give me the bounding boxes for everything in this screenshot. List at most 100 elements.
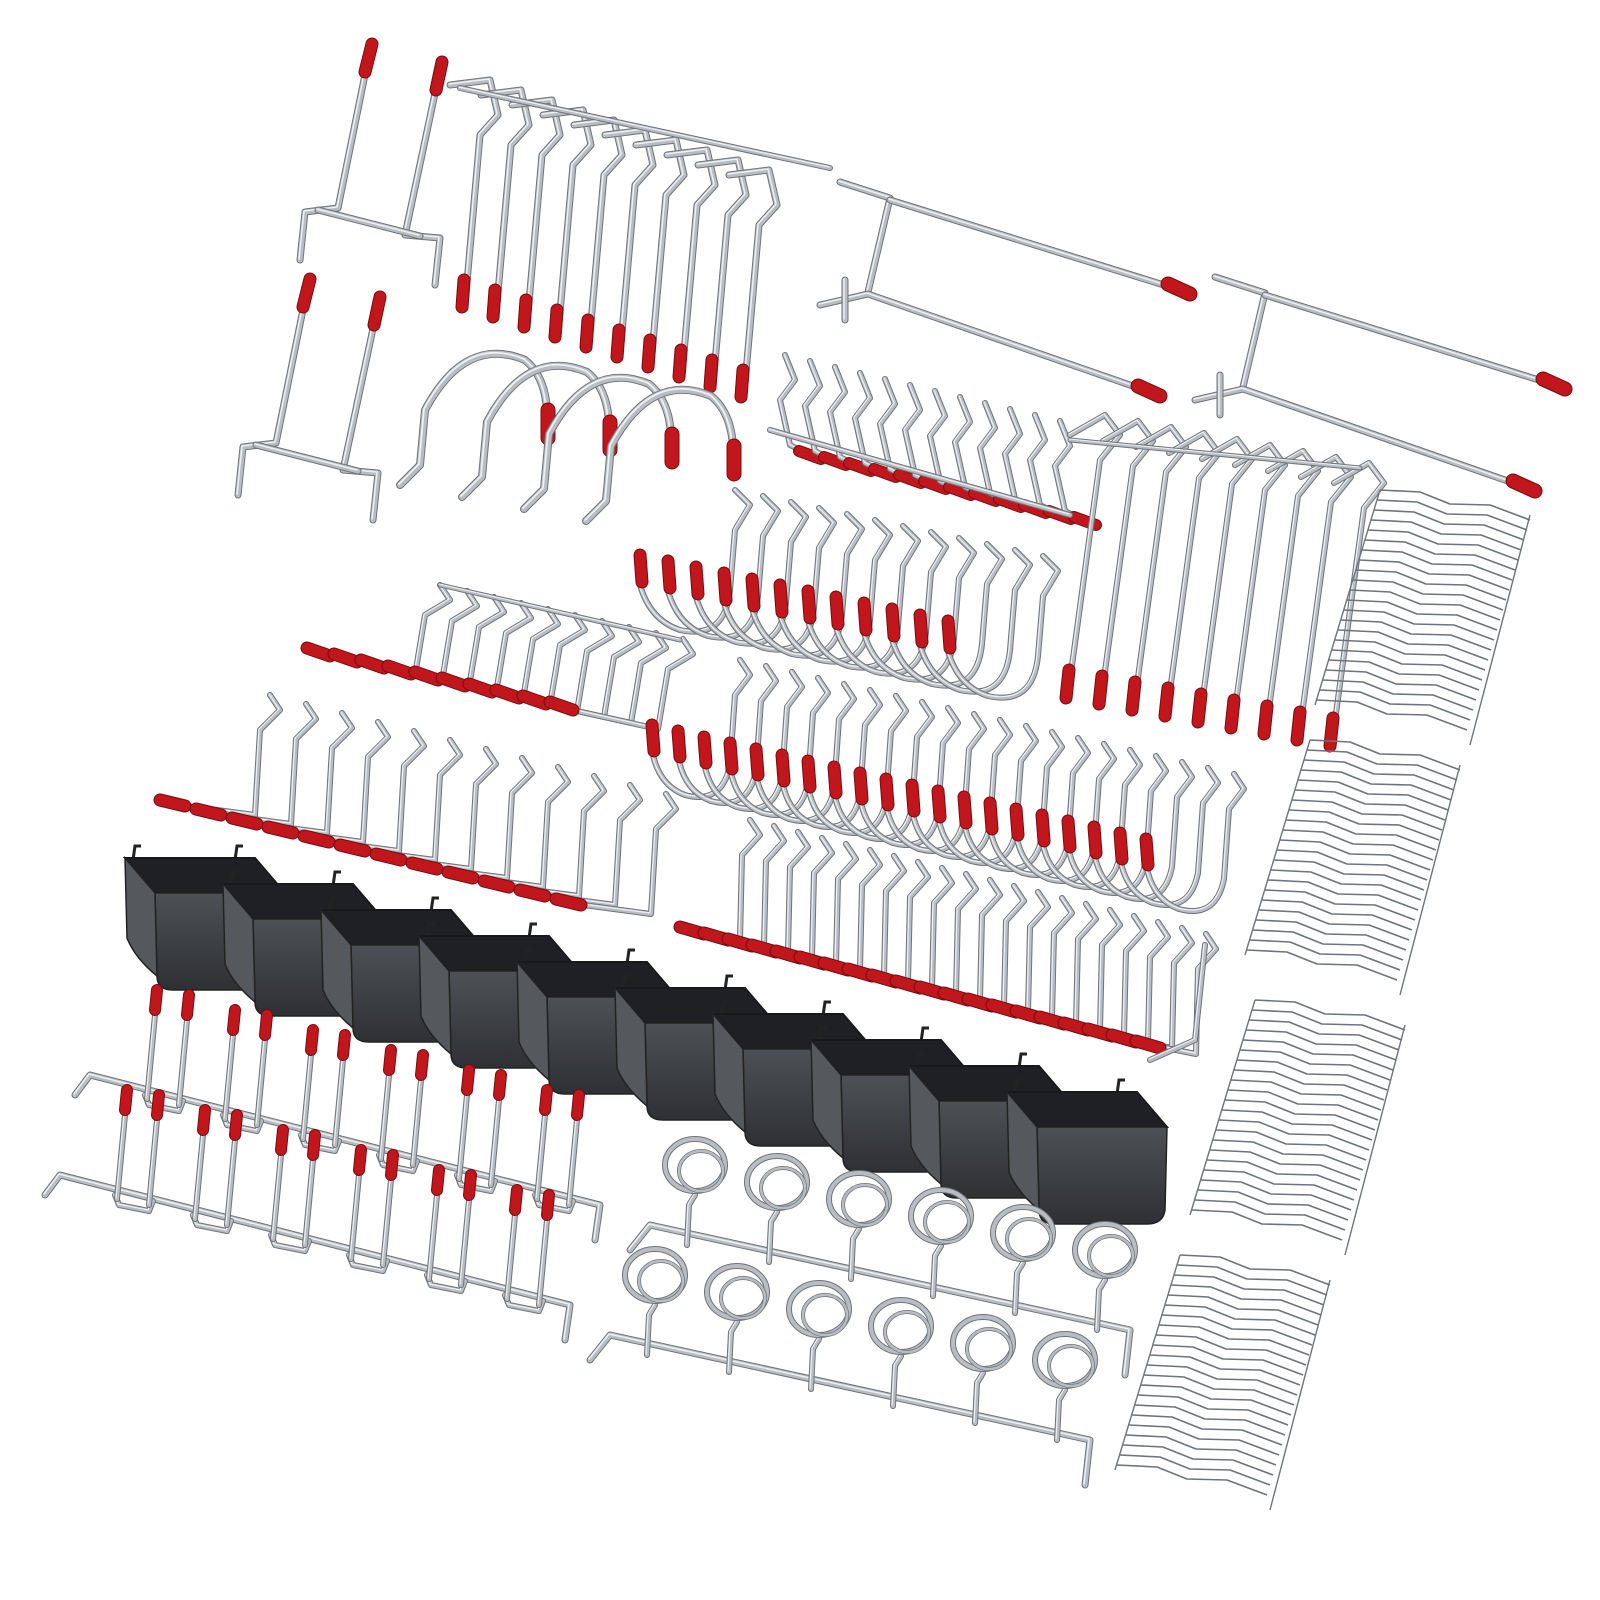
- long-straight-hook: [601, 126, 657, 364]
- lock-clip: [1267, 879, 1419, 911]
- long-straight-hook: [446, 76, 502, 314]
- u-hook: [582, 385, 742, 525]
- lock-clip: [1361, 549, 1513, 581]
- lock-clip: [1343, 609, 1495, 641]
- lock-clip: [1352, 579, 1504, 611]
- bin-side: [516, 959, 550, 1082]
- l-hook-bottom: [513, 782, 643, 908]
- lock-clip-stack: [1114, 1254, 1331, 1511]
- small-hook: [902, 382, 952, 495]
- prong-rack: [71, 984, 604, 1244]
- prong-pair: [376, 1044, 429, 1174]
- bin-side: [222, 881, 256, 1004]
- ring-hook: [622, 1246, 688, 1358]
- u-hooks: [396, 349, 742, 525]
- lock-clip-stack: [1314, 489, 1531, 746]
- bin-tab: [821, 1000, 831, 1017]
- bin-tab: [523, 948, 533, 965]
- lock-clip: [1131, 1414, 1283, 1446]
- lock-clip: [1282, 829, 1434, 861]
- lock-clip: [1200, 1179, 1352, 1211]
- lock-clip: [1179, 1254, 1331, 1286]
- l-hook-bottom: [441, 764, 571, 890]
- lock-clip: [1161, 1314, 1313, 1346]
- prong-pair: [268, 1124, 321, 1254]
- bin-side: [712, 1011, 746, 1134]
- lock-clip: [1203, 1169, 1355, 1201]
- lock-clip: [1194, 1199, 1346, 1231]
- j-hook: [913, 547, 1033, 695]
- l-hook-bottom: [369, 746, 499, 872]
- lock-clip: [1212, 1139, 1364, 1171]
- prong-pair: [346, 1144, 399, 1274]
- lock-clip: [1137, 1394, 1289, 1426]
- bin-tab: [817, 1026, 827, 1043]
- small-hook: [877, 376, 927, 489]
- small-hook: [927, 388, 977, 501]
- lock-clip: [1358, 559, 1510, 591]
- lock-clip: [1254, 999, 1406, 1031]
- ring-hook: [950, 1314, 1016, 1426]
- lock-clip: [1236, 1059, 1388, 1091]
- prong-pair: [298, 1024, 351, 1154]
- lock-clip: [1191, 1209, 1343, 1241]
- u-hook: [520, 373, 680, 513]
- j-hook-middle: [983, 735, 1091, 878]
- long-straight-hook: [663, 146, 719, 384]
- lock-clip: [1303, 759, 1455, 791]
- lock-clip: [1334, 639, 1486, 671]
- prong-pair: [424, 1164, 477, 1294]
- bin-tab: [625, 948, 635, 965]
- lock-clip: [1270, 869, 1422, 901]
- small-hook: [777, 352, 827, 465]
- lock-clip: [1319, 689, 1471, 721]
- lock-clip: [1146, 1364, 1298, 1396]
- front-racks-layer: [41, 984, 1138, 1489]
- ring-hook: [990, 1204, 1056, 1316]
- long-straight-hooks-top: [446, 76, 833, 404]
- double-bar-hook: [1191, 273, 1573, 499]
- lock-clip: [1233, 1069, 1385, 1101]
- j-hook-middle: [1139, 771, 1247, 914]
- lock-clip: [1331, 649, 1483, 681]
- lock-clip: [1337, 629, 1489, 661]
- ring-hook: [908, 1187, 974, 1299]
- bin-tab: [621, 974, 631, 991]
- double-prong-hooks: [234, 37, 449, 524]
- long-straight-hook: [477, 86, 533, 324]
- lock-clip: [1328, 659, 1480, 691]
- bin-tab: [723, 974, 733, 991]
- lock-clip: [1167, 1294, 1319, 1326]
- ring-hook: [786, 1280, 852, 1392]
- lock-clip: [1119, 1454, 1271, 1486]
- prong-pair: [112, 1084, 165, 1214]
- l-hook-bottom: [225, 710, 355, 836]
- lock-clip: [1261, 899, 1413, 931]
- lock-clip: [1306, 749, 1458, 781]
- storage-bins: [122, 844, 1170, 1225]
- lock-clip: [1273, 859, 1425, 891]
- ring-hook: [744, 1153, 810, 1265]
- lock-clip: [1215, 1129, 1367, 1161]
- loop-ring-rack: [586, 1136, 1138, 1489]
- lock-clip: [1245, 1029, 1397, 1061]
- j-hooks-middle: [645, 657, 1247, 914]
- storage-bin: [1004, 1078, 1170, 1225]
- small-hooks-lower: [673, 817, 1219, 1063]
- lock-clip: [1218, 1119, 1370, 1151]
- l-hook-bottom: [477, 773, 607, 899]
- small-hook-lower: [1129, 931, 1219, 1057]
- lock-clip: [1367, 529, 1519, 561]
- lock-clip: [1176, 1264, 1328, 1296]
- long-hook-right: [1224, 442, 1288, 735]
- j-hook: [885, 541, 1005, 689]
- lock-clip: [1340, 619, 1492, 651]
- lock-clip: [1249, 939, 1401, 971]
- l-hook-bottom: [297, 728, 427, 854]
- l-hook-bottom: [549, 791, 679, 917]
- lock-clip-stack: [1244, 739, 1461, 996]
- bin-tab: [229, 870, 239, 887]
- ring-hook: [826, 1170, 892, 1282]
